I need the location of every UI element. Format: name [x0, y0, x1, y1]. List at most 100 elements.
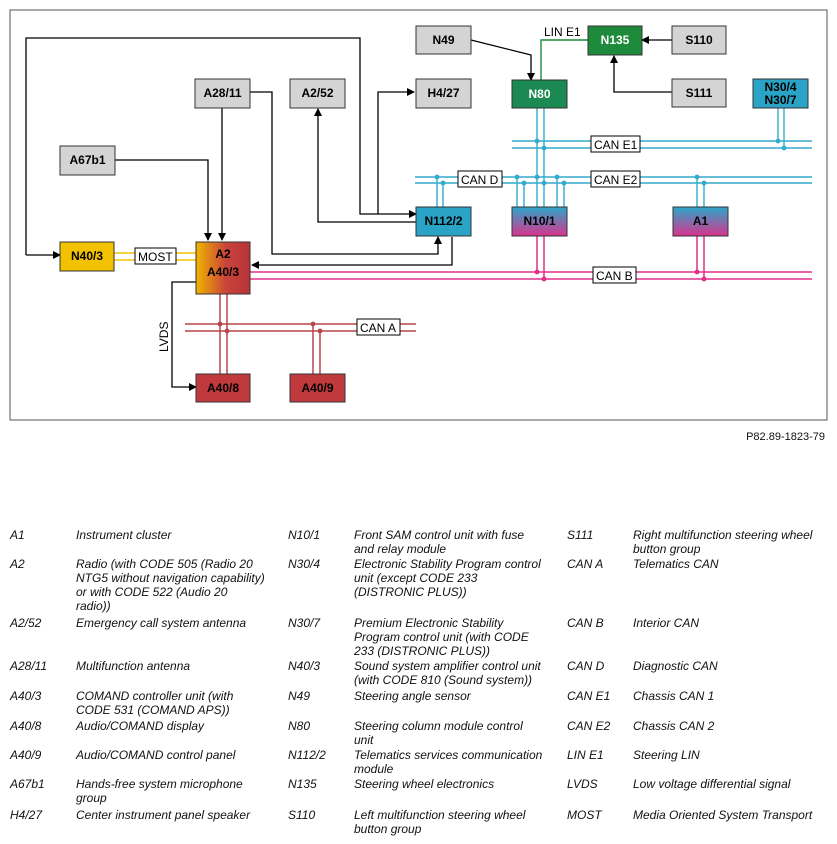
legend-code: CAN A	[567, 557, 604, 571]
legend-description: Instrument cluster	[76, 528, 286, 542]
legend-code: MOST	[567, 808, 602, 822]
node-n80: N80	[511, 79, 568, 109]
legend-code: A2	[10, 557, 25, 571]
legend-description-line: or with CODE 522 (Audio 20	[76, 585, 228, 599]
legend-code: A28/11	[10, 659, 48, 673]
svg-text:S110: S110	[685, 33, 713, 47]
legend-description-line: Steering angle sensor	[354, 689, 471, 703]
legend-description-line: unit (except CODE 233	[354, 571, 478, 585]
legend-code: S110	[288, 808, 316, 822]
svg-text:N49: N49	[432, 33, 454, 47]
node-a40-9: A40/9	[289, 373, 346, 403]
legend-description-line: (with CODE 810 (Sound system))	[354, 673, 533, 687]
legend-description-line: (DISTRONIC PLUS))	[354, 585, 467, 599]
legend-description: Media Oriented System Transport	[633, 808, 837, 822]
legend-description: Steering LIN	[633, 748, 837, 762]
legend-description-line: Audio/COMAND display	[76, 719, 205, 733]
legend-description: Emergency call system antenna	[76, 616, 286, 630]
legend-code: N49	[288, 689, 311, 703]
legend-description-line: Left multifunction steering wheel	[354, 808, 526, 822]
svg-text:N112/2: N112/2	[424, 214, 462, 228]
lin-e1-line	[540, 39, 588, 80]
svg-text:N135: N135	[601, 33, 630, 47]
legend-description-line: button group	[633, 542, 701, 556]
legend-description-line: Telematics CAN	[633, 557, 719, 571]
can-d-label: CAN D	[461, 173, 499, 187]
legend-description-line: Electronic Stability Program control	[354, 557, 541, 571]
legend-description: Telematics CAN	[633, 557, 837, 571]
legend-description-line: NTG5 without navigation capability)	[76, 571, 265, 585]
legend-description-line: Media Oriented System Transport	[633, 808, 813, 822]
node-h4-27: H4/27	[415, 78, 472, 109]
lvds-label: LVDS	[157, 322, 171, 352]
most-label: MOST	[138, 250, 173, 264]
svg-text:N30/4: N30/4	[764, 80, 796, 94]
figure-reference: P82.89-1823-79	[746, 431, 825, 443]
legend-description-line: and relay module	[354, 542, 447, 556]
node-a67b1: A67b1	[59, 145, 116, 176]
legend-description-line: Steering column module control	[354, 719, 523, 733]
legend-code: N10/1	[288, 528, 321, 542]
node-s111: S111	[671, 78, 727, 108]
legend-description-line: Telematics services communication	[354, 748, 543, 762]
legend-code: LIN E1	[567, 748, 604, 762]
legend-description-line: Diagnostic CAN	[633, 659, 718, 673]
svg-text:S111: S111	[686, 86, 713, 100]
legend-description-line: Radio (with CODE 505 (Radio 20	[76, 557, 253, 571]
junction-dots	[434, 138, 787, 186]
legend-description-line: button group	[354, 822, 422, 836]
node-a1: A1	[672, 206, 729, 237]
legend-description-line: Steering LIN	[633, 748, 700, 762]
legend-code: CAN E2	[567, 719, 611, 733]
legend-code: H4/27	[10, 808, 43, 822]
can-a-label: CAN A	[360, 321, 396, 335]
legend-description-line: Premium Electronic Stability	[354, 616, 504, 630]
legend-description: Low voltage differential signal	[633, 777, 837, 791]
can-e1-bus	[512, 140, 812, 149]
legend-description-line: Audio/COMAND control panel	[76, 748, 236, 762]
legend-description-line: Multifunction antenna	[76, 659, 191, 673]
svg-text:N30/7: N30/7	[764, 93, 796, 107]
legend-code: N40/3	[288, 659, 321, 673]
legend-code: N112/2	[288, 748, 326, 762]
legend-description: Chassis CAN 1	[633, 689, 837, 703]
legend-description-line: radio))	[76, 599, 111, 613]
legend-code: CAN E1	[567, 689, 611, 703]
legend-code: A1	[10, 528, 25, 542]
node-n10-1: N10/1	[511, 206, 568, 237]
legend-code: LVDS	[567, 777, 598, 791]
can-b-bus	[250, 271, 812, 280]
legend-description-line: module	[354, 762, 394, 776]
legend-description: Steering angle sensor	[354, 689, 564, 703]
node-s110: S110	[671, 25, 727, 55]
legend-description: Sound system amplifier control unit(with…	[354, 659, 564, 687]
svg-text:N80: N80	[528, 87, 550, 101]
legend-description-line: Emergency call system antenna	[76, 616, 247, 630]
node-a2-a40-3: A2 A40/3	[195, 241, 251, 295]
svg-text:A28/11: A28/11	[203, 86, 241, 100]
legend-code: N80	[288, 719, 311, 733]
legend-description-line: Right multifunction steering wheel	[633, 528, 813, 542]
can-e1-label: CAN E1	[594, 138, 638, 152]
bus-drops	[219, 108, 785, 376]
legend-code: A67b1	[10, 777, 45, 791]
legend-description-line: Front SAM control unit with fuse	[354, 528, 525, 542]
legend-description-line: 233 (DISTRONIC PLUS))	[354, 644, 491, 658]
svg-text:A40/9: A40/9	[301, 381, 333, 395]
legend-description-line: Center instrument panel speaker	[76, 808, 251, 822]
legend-description: Audio/COMAND display	[76, 719, 286, 733]
node-a28-11: A28/11	[194, 78, 251, 109]
legend-code: CAN B	[567, 616, 604, 630]
legend-description-line: Program control unit (with CODE	[354, 630, 529, 644]
legend-description: Diagnostic CAN	[633, 659, 837, 673]
legend-description-line: COMAND controller unit (with	[76, 689, 234, 703]
svg-text:N40/3: N40/3	[71, 249, 103, 263]
legend-description-line: CODE 531 (COMAND APS))	[76, 703, 230, 717]
